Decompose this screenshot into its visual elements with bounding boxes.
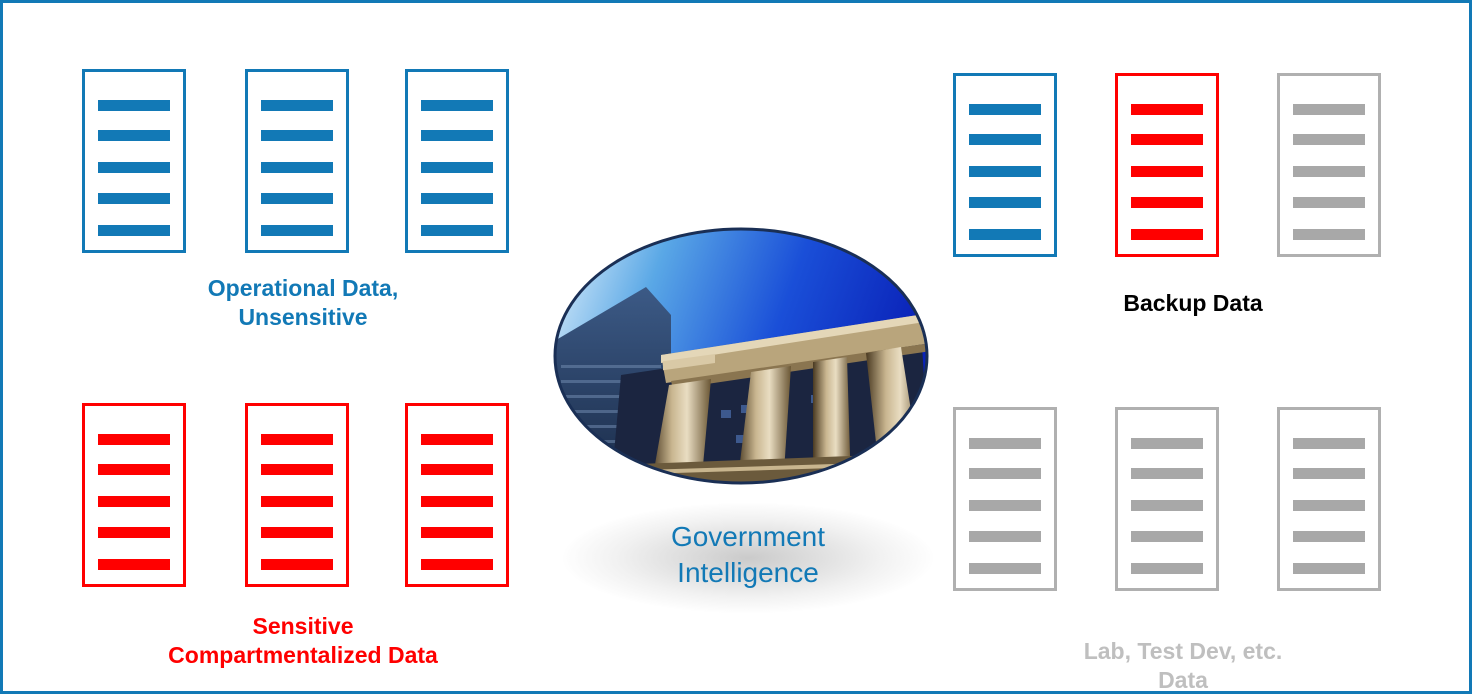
lab-document-icon bbox=[1277, 407, 1381, 591]
document-line bbox=[421, 496, 493, 507]
backup-data-label: Backup Data bbox=[1123, 290, 1263, 316]
document-line bbox=[969, 229, 1041, 240]
document-line bbox=[421, 527, 493, 538]
document-line bbox=[1131, 166, 1203, 177]
document-line bbox=[969, 197, 1041, 208]
document-line bbox=[969, 166, 1041, 177]
document-line bbox=[261, 162, 333, 173]
document-line bbox=[98, 162, 170, 173]
document-line bbox=[1293, 197, 1365, 208]
document-line bbox=[98, 527, 170, 538]
document-line bbox=[969, 563, 1041, 574]
operational-data-label: Operational Data, Unsensitive bbox=[207, 275, 399, 330]
document-line bbox=[1293, 468, 1365, 479]
document-line bbox=[421, 100, 493, 111]
document-line bbox=[421, 464, 493, 475]
document-line bbox=[261, 434, 333, 445]
sensitive-document-icon bbox=[405, 403, 509, 587]
government-intelligence-label: Government Intelligence bbox=[670, 521, 826, 588]
sensitive-document-icon bbox=[245, 403, 349, 587]
document-line bbox=[1293, 500, 1365, 511]
document-line bbox=[1293, 531, 1365, 542]
document-line bbox=[98, 193, 170, 204]
document-line bbox=[261, 527, 333, 538]
backup-document-icon bbox=[1115, 73, 1219, 257]
document-line bbox=[969, 531, 1041, 542]
document-line bbox=[1293, 134, 1365, 145]
operational-document-icon bbox=[82, 69, 186, 253]
document-line bbox=[1293, 166, 1365, 177]
lab-document-icon bbox=[1115, 407, 1219, 591]
document-line bbox=[1131, 438, 1203, 449]
government-building-image bbox=[553, 227, 929, 485]
operational-document-icon bbox=[245, 69, 349, 253]
document-line bbox=[969, 468, 1041, 479]
document-line bbox=[421, 162, 493, 173]
backup-document-icon bbox=[1277, 73, 1381, 257]
sensitive-data-label: Sensitive Compartmentalized Data bbox=[168, 613, 438, 668]
document-line bbox=[261, 464, 333, 475]
document-line bbox=[421, 130, 493, 141]
document-line bbox=[261, 225, 333, 236]
lab-document-icon bbox=[953, 407, 1057, 591]
document-line bbox=[1293, 229, 1365, 240]
document-line bbox=[1131, 197, 1203, 208]
backup-document-icon bbox=[953, 73, 1057, 257]
document-line bbox=[969, 104, 1041, 115]
document-line bbox=[969, 134, 1041, 145]
document-line bbox=[98, 496, 170, 507]
document-line bbox=[98, 100, 170, 111]
lab-data-label: Lab, Test Dev, etc. Data bbox=[1083, 638, 1283, 693]
document-line bbox=[1293, 104, 1365, 115]
document-line bbox=[261, 559, 333, 570]
document-line bbox=[421, 225, 493, 236]
document-line bbox=[98, 464, 170, 475]
document-line bbox=[261, 130, 333, 141]
center-shadow bbox=[563, 503, 933, 613]
document-line bbox=[98, 225, 170, 236]
document-line bbox=[1293, 563, 1365, 574]
document-line bbox=[1131, 531, 1203, 542]
document-line bbox=[98, 559, 170, 570]
document-line bbox=[1131, 134, 1203, 145]
document-line bbox=[98, 434, 170, 445]
document-line bbox=[261, 496, 333, 507]
document-line bbox=[421, 193, 493, 204]
document-line bbox=[969, 500, 1041, 511]
document-line bbox=[261, 193, 333, 204]
document-line bbox=[421, 434, 493, 445]
document-line bbox=[261, 100, 333, 111]
document-line bbox=[969, 438, 1041, 449]
document-line bbox=[1131, 104, 1203, 115]
document-line bbox=[1131, 468, 1203, 479]
document-line bbox=[421, 559, 493, 570]
operational-document-icon bbox=[405, 69, 509, 253]
document-line bbox=[1131, 563, 1203, 574]
sensitive-document-icon bbox=[82, 403, 186, 587]
document-line bbox=[1293, 438, 1365, 449]
document-line bbox=[1131, 500, 1203, 511]
document-line bbox=[98, 130, 170, 141]
document-line bbox=[1131, 229, 1203, 240]
